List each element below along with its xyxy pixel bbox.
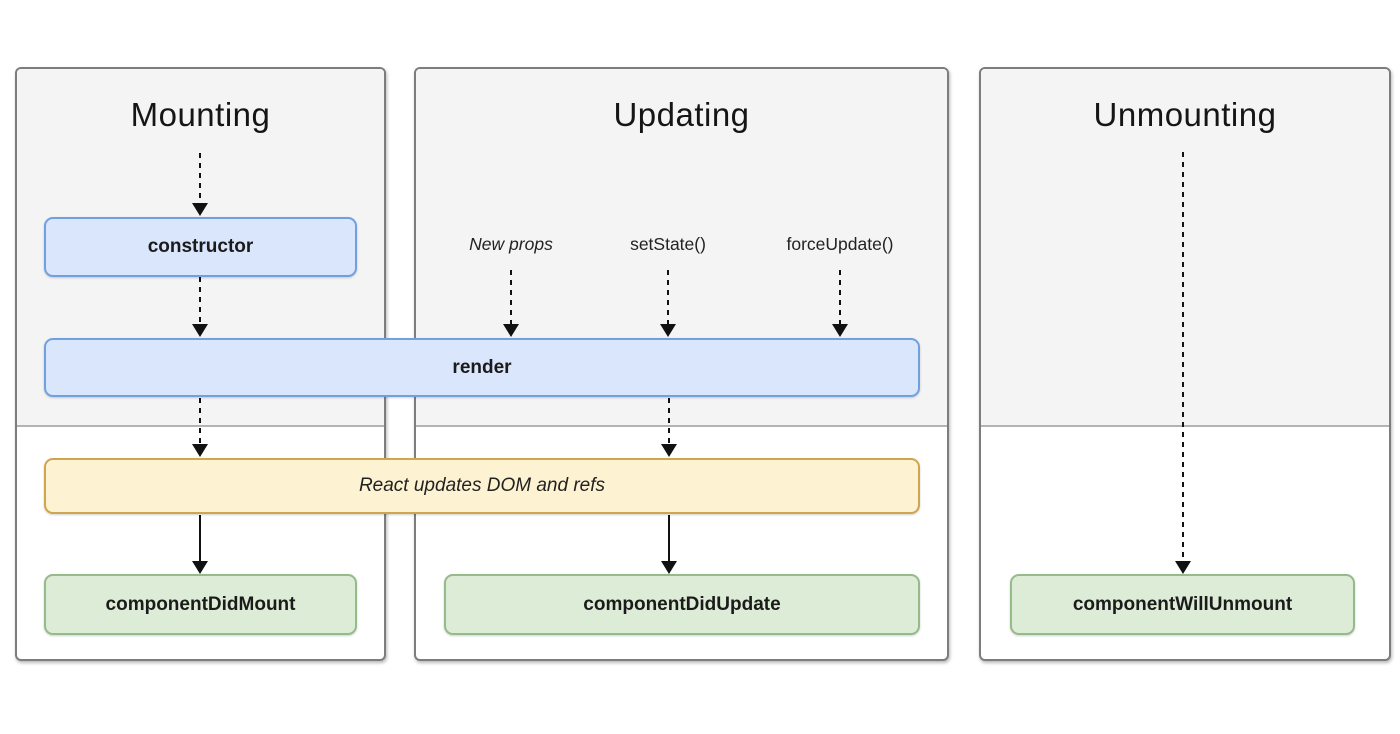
component-will-unmount-box[interactable]: componentWillUnmount	[1010, 574, 1355, 635]
arrow-force-update-to-render	[832, 270, 848, 337]
updating-title: Updating	[613, 96, 750, 133]
arrow-new-props-to-render	[503, 270, 519, 337]
arrowhead-icon	[1175, 561, 1191, 574]
force-update-label: forceUpdate()	[786, 234, 894, 254]
arrow-render-to-dom-update-mounting	[192, 398, 208, 457]
panel-unmounting	[979, 67, 1391, 661]
arrowhead-icon	[660, 324, 676, 337]
component-did-mount-box[interactable]: componentDidMount	[44, 574, 357, 635]
arrow-mounting-to-constructor	[192, 153, 208, 216]
new-props-label: New props	[469, 234, 553, 254]
unmounting-render-phase-region	[981, 69, 1389, 427]
render-box[interactable]: render	[44, 338, 920, 397]
arrow-set-state-to-render	[660, 270, 676, 337]
arrowhead-icon	[192, 561, 208, 574]
arrowhead-icon	[192, 203, 208, 216]
react-updates-dom-box: React updates DOM and refs	[44, 458, 920, 514]
set-state-label: setState()	[630, 234, 706, 254]
arrowhead-icon	[503, 324, 519, 337]
arrowhead-icon	[832, 324, 848, 337]
arrow-unmounting-to-will-unmount	[1175, 152, 1191, 574]
arrow-constructor-to-render	[192, 277, 208, 337]
unmounting-title: Unmounting	[1093, 96, 1277, 133]
arrowhead-icon	[661, 444, 677, 457]
constructor-box[interactable]: constructor	[44, 217, 357, 277]
arrow-dom-update-to-did-update	[661, 515, 677, 574]
arrowhead-icon	[192, 444, 208, 457]
arrow-render-to-dom-update-updating	[661, 398, 677, 457]
arrowhead-icon	[661, 561, 677, 574]
arrow-dom-update-to-did-mount	[192, 515, 208, 574]
mounting-title: Mounting	[130, 96, 271, 133]
component-did-update-box[interactable]: componentDidUpdate	[444, 574, 920, 635]
arrowhead-icon	[192, 324, 208, 337]
